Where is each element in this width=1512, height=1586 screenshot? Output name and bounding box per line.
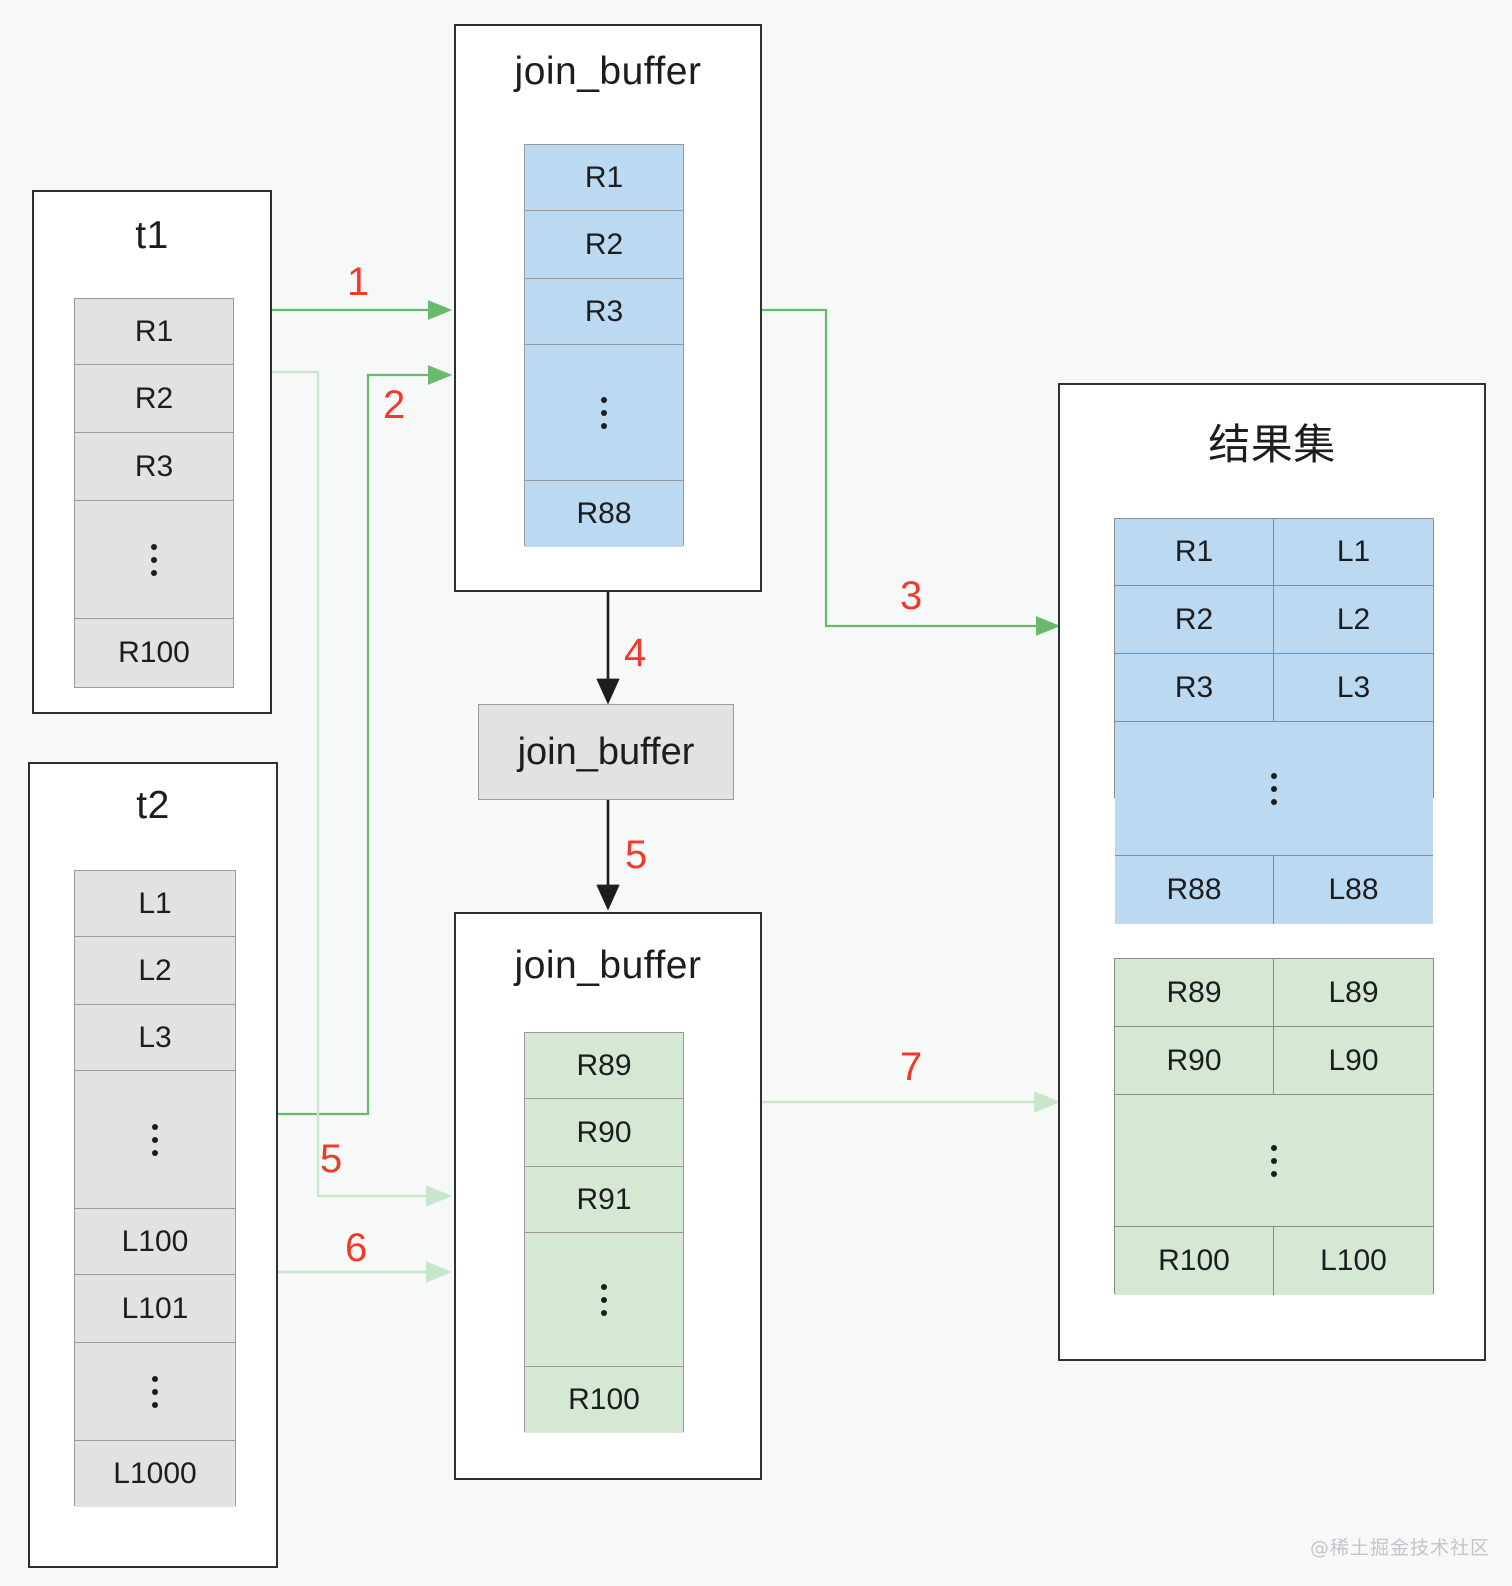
table-cell-ellipsis — [1115, 722, 1433, 855]
join-buffer-middle-title: join_buffer — [517, 730, 695, 773]
list-item: R100 — [75, 619, 233, 687]
arrow-label-3: 3 — [900, 574, 923, 618]
table-row: R89 L89 — [1115, 959, 1433, 1027]
result-set-title: 结果集 — [1208, 420, 1336, 469]
table-cell-r: R100 — [1115, 1227, 1274, 1295]
join-buffer-middle-box: join_buffer — [478, 704, 734, 800]
list-item-ellipsis — [75, 1343, 235, 1441]
table-cell-r: R88 — [1115, 856, 1274, 924]
list-item: L100 — [75, 1209, 235, 1275]
table-cell-r: R1 — [1115, 519, 1274, 585]
table-row: R88 L88 — [1115, 856, 1433, 924]
table-row: R2 L2 — [1115, 586, 1433, 654]
join-buffer-bottom-title: join_buffer — [514, 944, 702, 987]
table-cell-l: L90 — [1328, 1043, 1379, 1077]
vertical-ellipsis-icon — [601, 409, 607, 416]
list-item-ellipsis — [525, 1233, 683, 1367]
connector-2 — [272, 365, 453, 1116]
join-buffer-top-box: join_buffer R1 R2 R3 R88 — [454, 24, 762, 592]
table-cell-l: L100 — [1320, 1244, 1387, 1277]
table-row-ellipsis — [1115, 1095, 1433, 1227]
table-cell-l: L1 — [1336, 535, 1371, 568]
list-item: R89 — [525, 1033, 683, 1099]
list-item-ellipsis — [525, 345, 683, 481]
vertical-ellipsis-icon — [1271, 1157, 1277, 1164]
table-cell-ellipsis — [1115, 1095, 1433, 1226]
arrow-label-5-center: 5 — [625, 833, 648, 877]
list-item: R91 — [525, 1167, 683, 1233]
arrow-label-7: 7 — [900, 1045, 923, 1089]
list-item: R3 — [525, 279, 683, 345]
join-buffer-top-title: join_buffer — [514, 50, 702, 93]
vertical-ellipsis-icon — [1271, 785, 1277, 792]
result-set-green-rows: R89 L89 R90 L90 R100 L100 — [1114, 958, 1434, 1295]
arrow-label-5-left: 5 — [320, 1137, 343, 1181]
table-t1-box: t1 R1 R2 R3 R100 — [32, 190, 272, 714]
table-row-ellipsis — [1115, 722, 1433, 856]
table-cell-r: R90 — [1115, 1027, 1274, 1094]
watermark: @稀土掘金技术社区 — [1309, 1537, 1490, 1559]
arrow-label-6: 6 — [345, 1226, 368, 1270]
vertical-ellipsis-icon — [151, 556, 157, 563]
list-item: L1 — [75, 871, 235, 937]
list-item: R1 — [75, 299, 233, 365]
list-item: L101 — [75, 1275, 235, 1343]
table-row: R100 L100 — [1115, 1227, 1433, 1295]
table-cell-r: R89 — [1115, 959, 1274, 1026]
vertical-ellipsis-icon — [152, 1388, 158, 1395]
table-t2-title: t2 — [136, 784, 170, 827]
list-item: L2 — [75, 937, 235, 1005]
table-row: R90 L90 — [1115, 1027, 1433, 1095]
join-buffer-top-rows: R1 R2 R3 R88 — [524, 144, 684, 547]
list-item: L3 — [75, 1005, 235, 1071]
list-item: R90 — [525, 1099, 683, 1167]
vertical-ellipsis-icon — [601, 1296, 607, 1303]
table-cell-r: R2 — [1115, 586, 1274, 653]
list-item: R3 — [75, 433, 233, 501]
list-item: R1 — [525, 145, 683, 211]
list-item-ellipsis — [75, 501, 233, 619]
join-buffer-bottom-rows: R89 R90 R91 R100 — [524, 1032, 684, 1433]
table-t2-rows: L1 L2 L3 L100 L101 L1000 — [74, 870, 236, 1507]
list-item: R88 — [525, 481, 683, 547]
list-item: R2 — [75, 365, 233, 433]
list-item: R100 — [525, 1367, 683, 1433]
table-t1-rows: R1 R2 R3 R100 — [74, 298, 234, 688]
table-cell-l: L88 — [1328, 873, 1379, 906]
result-set-box: 结果集 R1 L1 R2 L2 R3 L3 R88 L88 — [1058, 383, 1486, 1361]
vertical-ellipsis-icon — [152, 1136, 158, 1143]
connector-5-left — [272, 370, 453, 1207]
list-item-ellipsis — [75, 1071, 235, 1209]
table-cell-l: L3 — [1336, 670, 1371, 704]
arrow-label-4: 4 — [624, 631, 647, 675]
list-item: R2 — [525, 211, 683, 279]
table-row: R1 L1 — [1115, 519, 1433, 586]
list-item: L1000 — [75, 1441, 235, 1507]
arrow-label-2: 2 — [383, 383, 406, 427]
result-set-blue-rows: R1 L1 R2 L2 R3 L3 R88 L88 — [1114, 518, 1434, 924]
table-t2-box: t2 L1 L2 L3 L100 L101 L1000 — [28, 762, 278, 1568]
arrow-label-1: 1 — [347, 260, 370, 304]
table-cell-l: L2 — [1336, 602, 1371, 636]
table-t1-title: t1 — [135, 214, 169, 257]
table-cell-l: L89 — [1328, 975, 1379, 1009]
join-buffer-bottom-box: join_buffer R89 R90 R91 R100 — [454, 912, 762, 1480]
table-cell-r: R3 — [1115, 654, 1274, 721]
table-row: R3 L3 — [1115, 654, 1433, 722]
